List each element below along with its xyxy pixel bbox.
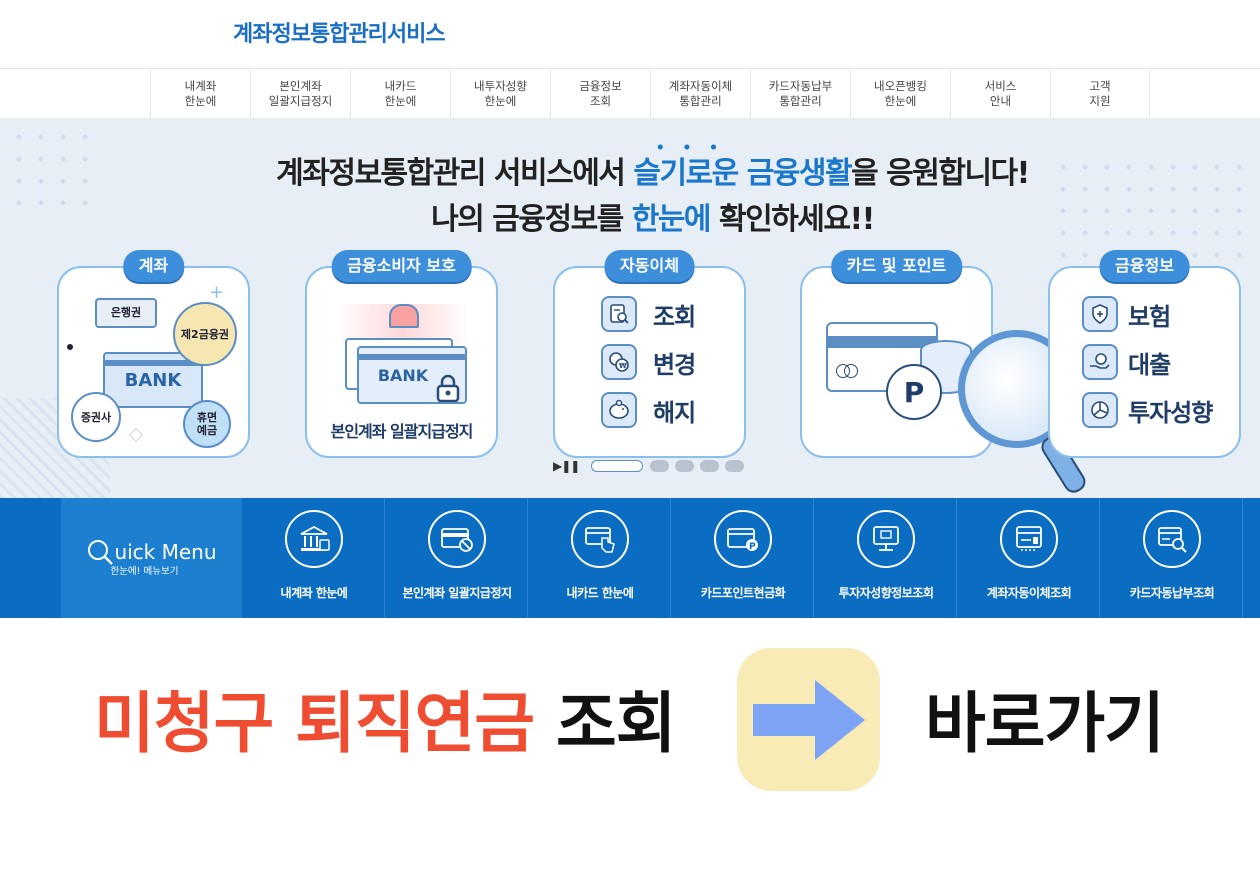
card-search-icon — [1143, 510, 1201, 568]
decor-dots-left — [8, 126, 104, 206]
auto-transfer-cancel[interactable]: 해지 — [601, 392, 696, 428]
protection-caption: 본인계좌 일괄지급정지 — [330, 422, 474, 441]
document-search-icon — [601, 296, 637, 332]
fin-info-loan[interactable]: 대출 — [1082, 344, 1171, 380]
card-financial-info[interactable]: 금융정보 보험 대출 투자성향 — [1048, 250, 1241, 458]
nav-item-account-suspension[interactable]: 본인계좌 일괄지급정지 — [250, 69, 350, 118]
monitor-chart-icon — [857, 510, 915, 568]
card-point-icon: P — [714, 510, 772, 568]
point-coin-icon: P — [886, 364, 942, 420]
card-touch-icon — [571, 510, 629, 568]
auto-transfer-inquiry[interactable]: 조회 — [601, 296, 696, 332]
quick-menu-subtitle: 한눈에! 메뉴보기 — [110, 566, 179, 577]
hand-coin-icon — [1082, 344, 1118, 380]
banner-headline: 미청구 퇴직연금 조회 — [94, 685, 676, 762]
card-account[interactable]: 계좌 + BANK 은행권 제2금융권 증권사 휴면 예금 — [57, 250, 250, 458]
siren-icon — [389, 304, 419, 328]
decor-dots-right — [1052, 156, 1252, 266]
site-header: 계좌정보통합관리서비스 — [0, 0, 1260, 68]
nav-item-my-cards[interactable]: 내카드 한눈에 — [350, 69, 450, 118]
slide-indicator-2[interactable] — [650, 460, 670, 472]
quick-item-my-cards[interactable]: 내카드 한눈에 — [529, 498, 671, 618]
quick-item-card-points[interactable]: P 카드포인트현금화 — [672, 498, 814, 618]
bank-icon: BANK — [103, 352, 203, 408]
slide-indicator-5[interactable] — [725, 460, 745, 472]
nav-item-open-banking[interactable]: 내오픈뱅킹 한눈에 — [850, 69, 950, 118]
bank-stripe — [357, 354, 467, 360]
bank-building-icon — [285, 510, 343, 568]
nav-item-card-autopay[interactable]: 카드자동납부 통합관리 — [750, 69, 850, 118]
card-cards-points[interactable]: 카드 및 포인트 P — [800, 250, 993, 458]
card-consumer-protection[interactable]: 금융소비자 보호 BANK 본인계좌 일괄지급정지 — [305, 250, 498, 458]
nav-item-auto-transfer[interactable]: 계좌자동이체 통합관리 — [650, 69, 750, 118]
card-tag: 자동이체 — [604, 250, 695, 282]
nav-item-my-accounts[interactable]: 내계좌 한눈에 — [150, 69, 250, 118]
quick-item-account-suspension[interactable]: 본인계좌 일괄지급정지 — [386, 498, 528, 618]
go-shortcut-link[interactable]: 바로가기 — [925, 685, 1165, 762]
slide-indicator-1[interactable] — [591, 460, 644, 472]
card-tag: 금융정보 — [1099, 250, 1190, 282]
bank-stripe — [103, 360, 203, 366]
fin-info-insurance[interactable]: 보험 — [1082, 296, 1171, 332]
slide-indicator-4[interactable] — [700, 460, 720, 472]
atm-transfer-icon — [1000, 510, 1058, 568]
go-arrow-button[interactable] — [737, 648, 880, 791]
search-icon — [88, 540, 114, 565]
play-pause-button[interactable]: ▶❚❚ — [553, 459, 580, 473]
nav-item-financial-info[interactable]: 금융정보 조회 — [550, 69, 650, 118]
hero-headline: 계좌정보통합관리 서비스에서 슬기로운 금융생활을 응원합니다! — [276, 156, 1030, 191]
card-tag: 계좌 — [122, 250, 185, 282]
bubble-securities: 증권사 — [71, 392, 121, 442]
bubble-second-tier: 제2금융권 — [173, 302, 237, 366]
shield-icon — [1082, 296, 1118, 332]
plus-icon: + — [209, 282, 225, 303]
site-title[interactable]: 계좌정보통합관리서비스 — [233, 22, 446, 47]
emphasis-dots — [647, 144, 737, 150]
dot-icon — [67, 344, 73, 350]
piggy-bank-icon — [601, 392, 637, 428]
svg-text:₩: ₩ — [619, 362, 627, 370]
card-tag: 금융소비자 보호 — [331, 250, 472, 282]
fin-info-investment[interactable]: 투자성향 — [1082, 392, 1213, 428]
card-block-icon — [428, 510, 486, 568]
hero-banner: 계좌정보통합관리 서비스에서 슬기로운 금융생활을 응원합니다! 나의 금융정보… — [0, 118, 1260, 498]
nav-item-investment-profile[interactable]: 내투자성향 한눈에 — [450, 69, 550, 118]
diamond-icon — [128, 427, 144, 443]
lock-icon — [435, 374, 461, 403]
quick-item-my-accounts[interactable]: 내계좌 한눈에 — [243, 498, 385, 618]
hero-subheadline: 나의 금융정보를 한눈에 확인하세요!! — [431, 202, 875, 237]
bubble-bank: 은행권 — [95, 298, 157, 328]
nav-item-service-guide[interactable]: 서비스 안내 — [950, 69, 1050, 118]
quick-menu: uick Menu 한눈에! 메뉴보기 내계좌 한눈에 본인계좌 일괄지급정지 … — [0, 498, 1260, 618]
pie-chart-icon — [1082, 392, 1118, 428]
auto-transfer-change[interactable]: ₩ 변경 — [601, 344, 696, 380]
bubble-dormant: 휴면 예금 — [183, 400, 231, 448]
card-auto-transfer[interactable]: 자동이체 조회 ₩ 변경 해지 — [553, 250, 746, 458]
currency-exchange-icon: ₩ — [601, 344, 637, 380]
nav-item-customer-support[interactable]: 고객 지원 — [1050, 69, 1150, 118]
slide-indicator-3[interactable] — [675, 460, 695, 472]
global-nav: 내계좌 한눈에 본인계좌 일괄지급정지 내카드 한눈에 내투자성향 한눈에 금융… — [0, 68, 1260, 118]
quick-menu-title: uick Menu — [114, 540, 217, 564]
quick-item-auto-transfer[interactable]: 계좌자동이체조회 — [958, 498, 1100, 618]
slider-controls: ▶❚❚ — [553, 459, 750, 473]
quick-item-card-autopay[interactable]: 카드자동납부조회 — [1101, 498, 1243, 618]
quick-item-investment-profile[interactable]: 투자자성향정보조회 — [815, 498, 957, 618]
retirement-pension-banner: 미청구 퇴직연금 조회 바로가기 — [0, 618, 1260, 891]
quick-menu-header[interactable]: uick Menu 한눈에! 메뉴보기 — [61, 498, 242, 618]
svg-text:P: P — [749, 542, 756, 552]
arrow-right-icon — [752, 679, 865, 760]
card-tag: 카드 및 포인트 — [830, 250, 963, 282]
